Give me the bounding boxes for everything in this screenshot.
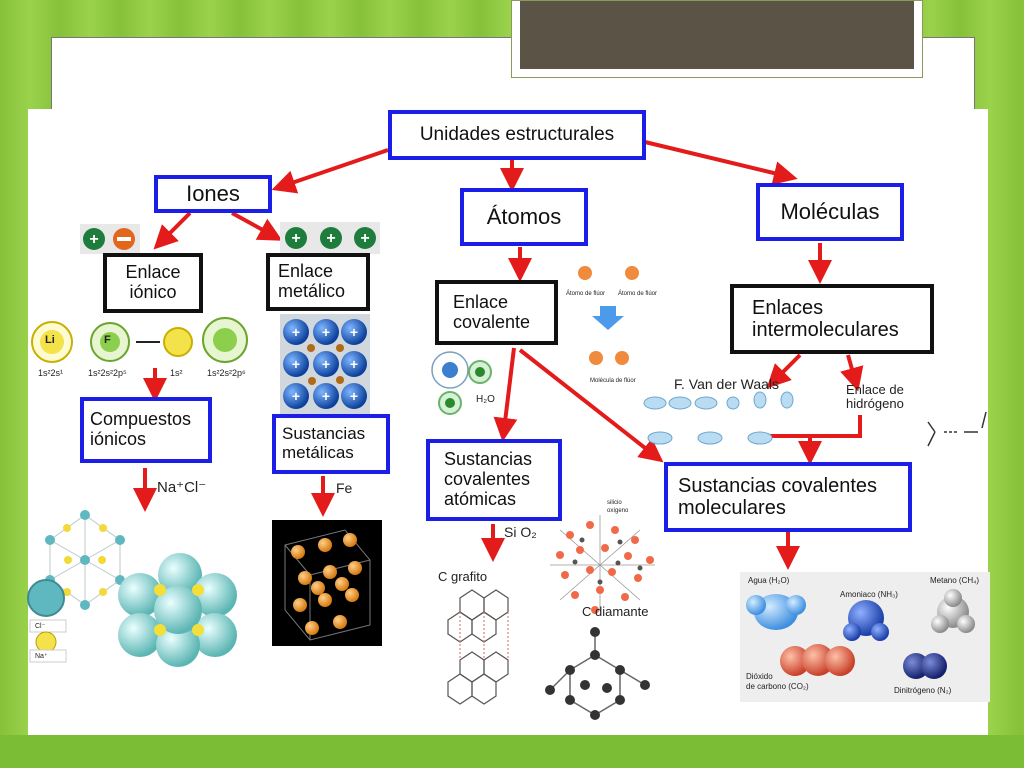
atomo-fluor-label-1: Átomo de flúor <box>566 291 606 297</box>
iones-box: Iones <box>154 175 272 213</box>
molecules-panel-illustration <box>740 572 990 702</box>
moleculas-box: Moléculas <box>756 183 904 241</box>
oxigeno-label: oxígeno <box>607 508 629 514</box>
title-box: Unidades estructurales <box>388 110 646 160</box>
svg-text:+: + <box>322 324 330 340</box>
svg-text:+: + <box>360 230 369 247</box>
conf-li-ion-label: 1s² <box>170 368 183 378</box>
sustancias-moleculares-box: Sustancias covalentes moleculares <box>664 462 912 532</box>
f-label: F <box>104 334 111 346</box>
sustancias-atomicas-box: Sustancias covalentes atómicas <box>426 439 562 521</box>
bottom-band <box>0 735 1024 768</box>
title-placeholder-fill <box>520 1 914 69</box>
li-label: Li <box>45 334 55 346</box>
fluorine-illustration <box>578 266 639 365</box>
svg-text:+: + <box>326 230 335 247</box>
title-placeholder-bar <box>511 0 923 78</box>
svg-text:+: + <box>350 388 358 404</box>
atomos-box: Átomos <box>460 188 588 246</box>
agua-label: Agua (H₂O) <box>748 576 790 585</box>
svg-text:+: + <box>291 230 300 247</box>
dioxido-label: Dióxido de carbono (CO₂) <box>746 672 809 691</box>
enlace-covalente-line2: covalente <box>453 311 531 332</box>
enlace-ionico-box: Enlace iónico <box>103 253 203 313</box>
iones-text: Iones <box>186 180 240 206</box>
svg-text:+: + <box>89 231 98 248</box>
sustancias-metalicas-line2: metálicas <box>282 443 354 462</box>
atomo-fluor-label-2: Átomo de flúor <box>618 291 658 297</box>
grafito-label: C grafito <box>438 569 488 584</box>
enlace-metalico-line2: metálico <box>278 281 346 301</box>
nacl-crystal-illustration <box>27 510 237 667</box>
hydrogen-bond-label-line2: hidrógeno <box>846 396 904 412</box>
sio2-label: Si O₂ <box>504 524 537 540</box>
van-der-waals-label: F. Van der Waals <box>674 376 780 392</box>
fe-label: Fe <box>336 480 353 496</box>
h2o-small-label: H₂O <box>476 394 495 405</box>
sustancias-moleculares-line1: Sustancias covalentes <box>678 475 878 497</box>
sustancias-atomicas-line2: covalentes <box>444 469 531 490</box>
ion-icons-left: + <box>80 224 140 254</box>
enlace-metalico-box: Enlace metálico <box>266 253 370 311</box>
nacl-label: Na⁺Cl⁻ <box>157 479 207 496</box>
conf-f-label: 1s²2s²2p⁵ <box>88 368 127 378</box>
electron-transfer-illustration <box>31 317 248 363</box>
enlace-ionico-line1: Enlace <box>125 262 181 283</box>
enlace-ionico-line2: iónico <box>129 282 177 302</box>
dinitrogeno-label: Dinitrógeno (N₂) <box>894 686 952 695</box>
diamond-illustration <box>545 627 650 720</box>
conf-f-ion-label: 1s²2s²2p⁶ <box>207 368 246 378</box>
molecula-fluor-label: Molécula de flúor <box>590 378 636 384</box>
compuestos-ionicos-line1: Compuestos <box>90 409 192 430</box>
na-plus-label: Na⁺ <box>35 653 48 660</box>
amoniaco-label: Amoniaco (NH₃) <box>840 590 898 599</box>
svg-text:+: + <box>350 356 358 372</box>
enlaces-intermoleculares-line1: Enlaces <box>752 297 824 319</box>
dioxido-label-line2: de carbono (CO₂) <box>746 681 809 691</box>
enlaces-intermoleculares-box: Enlaces intermoleculares <box>730 284 934 354</box>
silicio-label: silicio <box>607 500 622 506</box>
covalent-water-illustration <box>431 351 492 415</box>
sustancias-moleculares-line2: moleculares <box>678 497 786 519</box>
compuestos-ionicos-line2: iónicos <box>90 429 147 449</box>
enlace-metalico-line1: Enlace <box>278 261 334 282</box>
svg-text:+: + <box>292 388 300 404</box>
fe-crystal-illustration <box>272 520 382 646</box>
atomos-text: Átomos <box>486 203 562 229</box>
moleculas-text: Moléculas <box>780 198 880 224</box>
metano-label: Metano (CH₄) <box>930 576 980 585</box>
title-text: Unidades estructurales <box>419 123 615 145</box>
compuestos-ionicos-box: Compuestos iónicos <box>80 397 212 463</box>
sustancias-atomicas-line3: atómicas <box>444 488 517 509</box>
svg-text:+: + <box>292 356 300 372</box>
sio2-illustration <box>550 515 655 614</box>
hydrogen-bond-label-line1: Enlace de <box>846 382 904 397</box>
dipoles-illustration <box>643 391 794 445</box>
enlaces-intermoleculares-line2: intermoleculares <box>752 319 899 341</box>
svg-text:+: + <box>350 324 358 340</box>
sustancias-atomicas-line1: Sustancias <box>444 449 533 470</box>
ion-icons-right: + + + <box>280 222 380 254</box>
diamante-label: C diamante <box>582 604 649 619</box>
sustancias-metalicas-box: Sustancias metálicas <box>272 414 390 474</box>
metal-lattice-illustration: + + + + + + + + + <box>280 314 370 414</box>
sustancias-metalicas-line1: Sustancias <box>282 424 366 444</box>
hydrogen-bond-label: Enlace de hidrógeno <box>846 382 904 412</box>
conf-li-label: 1s²2s¹ <box>38 368 64 378</box>
graphite-illustration <box>447 589 509 705</box>
hydrogen-bond-illustration <box>927 411 987 447</box>
enlace-covalente-box: Enlace covalente <box>435 280 558 345</box>
dioxido-label-line1: Dióxido <box>746 672 773 681</box>
svg-text:+: + <box>322 388 330 404</box>
svg-text:+: + <box>292 324 300 340</box>
svg-text:+: + <box>322 356 330 372</box>
enlace-covalente-line1: Enlace <box>453 291 509 312</box>
cl-minus-label: Cl⁻ <box>35 623 46 630</box>
